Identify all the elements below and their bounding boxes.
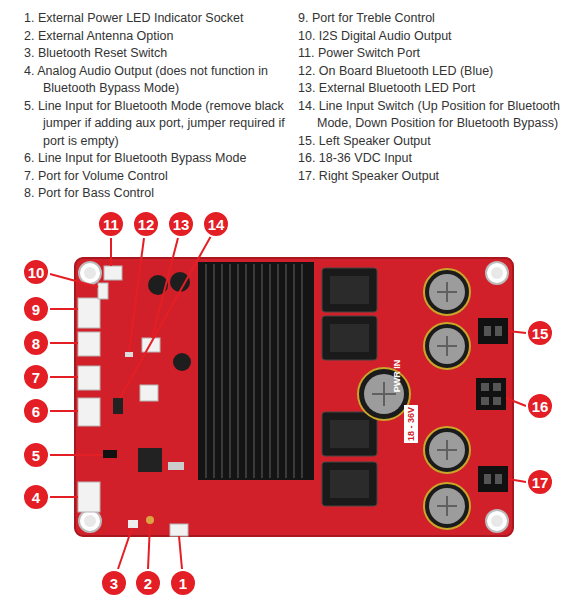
legend-item: 5. Line Input for Bluetooth Mode (remove…: [24, 98, 294, 151]
legend-item: 8. Port for Bass Control: [24, 185, 294, 203]
callout-circle: 10: [22, 258, 50, 286]
callout-circle: 9: [22, 295, 50, 323]
callout-number: 3: [110, 576, 118, 591]
legend-item: 11. Power Switch Port: [298, 45, 580, 63]
legend-item: 10. I2S Digital Audio Output: [298, 28, 580, 46]
legend-item: 4. Analog Audio Output (does not functio…: [24, 63, 294, 98]
callout-circle: 6: [22, 397, 50, 425]
legend-item: 17. Right Speaker Output: [298, 168, 580, 186]
callout-circle: 5: [22, 441, 50, 469]
callout-circle: 13: [167, 210, 195, 238]
callout-number: 14: [208, 217, 225, 232]
legend-item: 9. Port for Treble Control: [298, 10, 580, 28]
callout-number: 8: [32, 336, 40, 351]
callout-circle: 1: [169, 569, 197, 597]
legend-item: 15. Left Speaker Output: [298, 133, 580, 151]
legend-item: 12. On Board Bluetooth LED (Blue): [298, 63, 580, 81]
callout-number: 2: [144, 576, 152, 591]
callout-number: 9: [32, 302, 40, 317]
legend-item: 16. 18-36 VDC Input: [298, 150, 580, 168]
legend-item: 6. Line Input for Bluetooth Bypass Mode: [24, 150, 294, 168]
callout-circle: 16: [526, 392, 554, 420]
legend-item: 14. Line Input Switch (Up Position for B…: [298, 98, 580, 133]
legend-item: 7. Port for Volume Control: [24, 168, 294, 186]
callout-number: 15: [532, 326, 549, 341]
callout-circle: 15: [526, 319, 554, 347]
callout-number: 17: [532, 475, 549, 490]
legend-item: 13. External Bluetooth LED Port: [298, 80, 580, 98]
callout-circle: 4: [22, 483, 50, 511]
callout-number: 10: [28, 265, 45, 280]
callout-circle: 12: [132, 210, 160, 238]
callout-circle: 11: [97, 210, 125, 238]
callout-number: 1: [179, 576, 187, 591]
callout-number: 12: [138, 217, 155, 232]
legend-item: 2. External Antenna Option: [24, 28, 294, 46]
callout-circle: 7: [22, 363, 50, 391]
callout-number: 13: [173, 217, 190, 232]
callout-number: 11: [103, 217, 119, 232]
callout-number: 16: [532, 399, 549, 414]
voltage-marking: 18 - 36V: [406, 407, 416, 441]
callout-number: 5: [32, 448, 40, 463]
callout-circle: 8: [22, 329, 50, 357]
callout-number: 4: [32, 490, 40, 505]
callout-number: 7: [32, 370, 40, 385]
callout-circle: 14: [202, 210, 230, 238]
callout-circle: 17: [526, 468, 554, 496]
legend-item: 3. Bluetooth Reset Switch: [24, 45, 294, 63]
legend-item: 1. External Power LED Indicator Socket: [24, 10, 294, 28]
board-marking: PWR IN: [392, 360, 402, 393]
callout-number: 6: [32, 404, 40, 419]
callout-circle: 2: [134, 569, 162, 597]
callout-circle: 3: [100, 569, 128, 597]
